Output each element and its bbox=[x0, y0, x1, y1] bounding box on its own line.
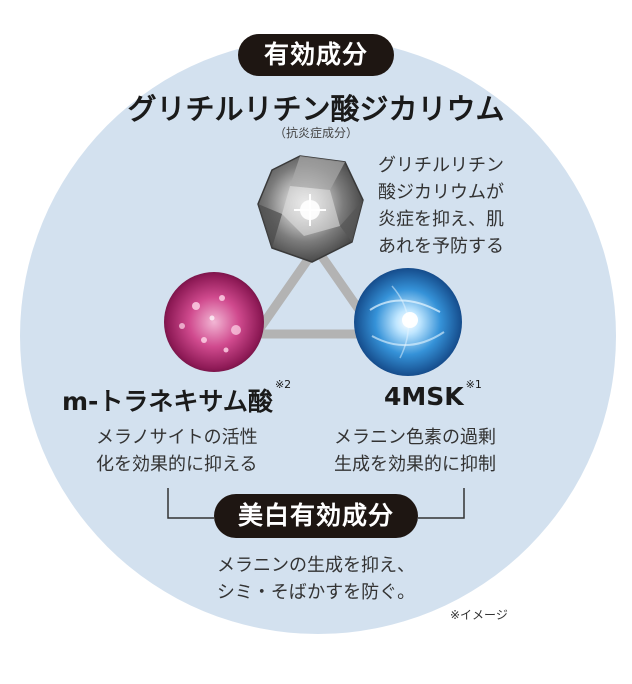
right-footnote-mark: ※1 bbox=[465, 378, 482, 391]
desc-line: メラニン色素の過剰 bbox=[334, 427, 496, 448]
image-disclaimer: ※イメージ bbox=[450, 608, 508, 622]
blue-sphere-image bbox=[354, 268, 462, 376]
left-name-text: m-トラネキサム酸 bbox=[62, 387, 273, 416]
desc-line: グリチルリチン bbox=[378, 155, 504, 176]
desc-line: あれを予防する bbox=[378, 236, 504, 257]
desc-line: シミ・そばかすを防ぐ。 bbox=[216, 582, 416, 603]
badge-whitening-ingredient: 美白有効成分 bbox=[214, 494, 418, 538]
desc-line: 生成を効果的に抑制 bbox=[334, 454, 496, 475]
right-name-text: 4MSK bbox=[384, 382, 464, 411]
ingredient-note: （抗炎症成分） bbox=[273, 126, 358, 140]
desc-line: メラノサイトの活性 bbox=[96, 427, 258, 448]
gem-crystal-image bbox=[257, 155, 364, 263]
left-ingredient-description: メラノサイトの活性 化を効果的に抑える bbox=[96, 424, 258, 478]
pink-sphere-image bbox=[164, 272, 264, 372]
desc-line: メラニンの生成を抑え、 bbox=[217, 555, 415, 576]
left-ingredient-name: m-トラネキサム酸※2 bbox=[62, 378, 291, 418]
bracket-right bbox=[418, 488, 465, 519]
desc-line: 化を効果的に抑える bbox=[96, 454, 258, 475]
desc-line: 酸ジカリウムが bbox=[378, 182, 504, 203]
ingredient-description: グリチルリチン 酸ジカリウムが 炎症を抑え、肌 あれを予防する bbox=[378, 152, 504, 260]
connector-triangle bbox=[247, 240, 385, 339]
right-ingredient-description: メラニン色素の過剰 生成を効果的に抑制 bbox=[334, 424, 496, 478]
left-footnote-mark: ※2 bbox=[274, 378, 292, 391]
badge-active-ingredient: 有効成分 bbox=[238, 34, 394, 76]
bracket-left bbox=[167, 488, 214, 519]
ingredient-title: グリチルリチン酸ジカリウム bbox=[127, 92, 505, 126]
right-ingredient-name: 4MSK※1 bbox=[384, 378, 482, 411]
whitening-description: メラニンの生成を抑え、 シミ・そばかすを防ぐ。 bbox=[0, 552, 632, 606]
desc-line: 炎症を抑え、肌 bbox=[378, 209, 504, 230]
